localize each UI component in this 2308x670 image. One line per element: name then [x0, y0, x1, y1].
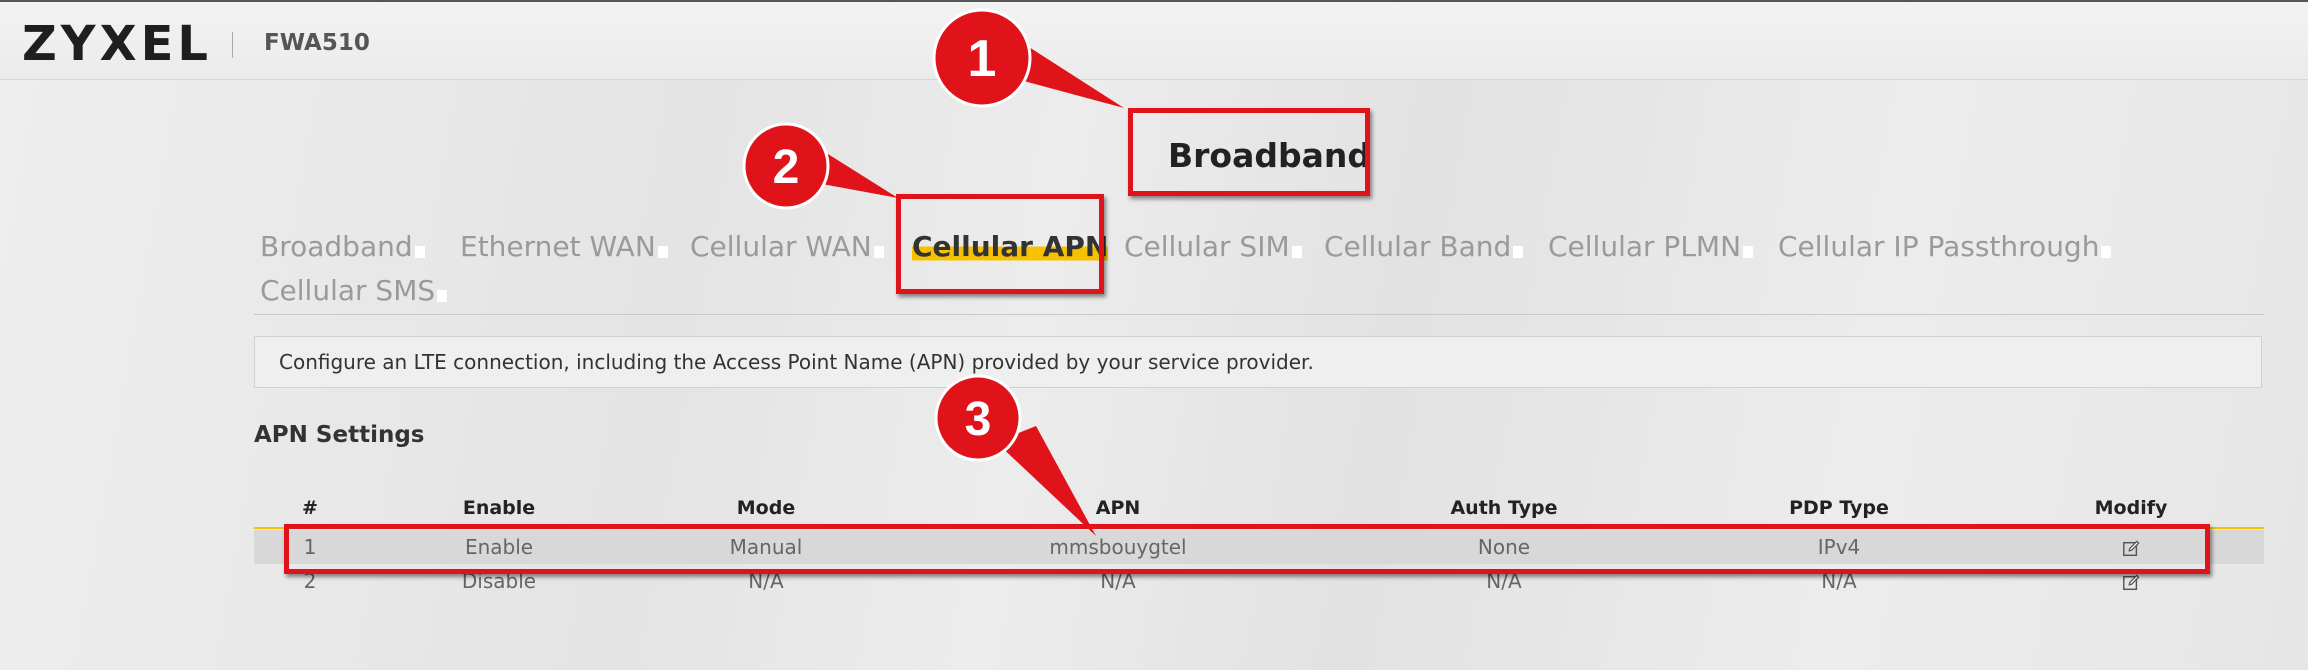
- description-text: Configure an LTE connection, including t…: [279, 350, 1314, 374]
- callout-2-marker: 2: [742, 122, 898, 210]
- tab-cellular-sms[interactable]: Cellular SMS: [260, 274, 448, 307]
- tab-label: Cellular SMS: [260, 274, 436, 307]
- row-auth-type: None: [1477, 535, 1531, 559]
- logo-divider: [232, 32, 233, 58]
- zyxel-logo: ZYXEL: [22, 16, 212, 72]
- modify-button[interactable]: [2122, 530, 2140, 564]
- top-bar: ZYXEL FWA510: [0, 0, 2308, 80]
- row-apn: mmsbouygtel: [1049, 535, 1187, 559]
- col-enable: Enable: [462, 497, 536, 519]
- annotation-box-page-title: [1128, 108, 1370, 196]
- col-pdp-type: PDP Type: [1789, 497, 1889, 519]
- row-number: 1: [303, 535, 317, 559]
- tab-label: Cellular WAN: [690, 230, 872, 263]
- tab-cellular-ip-passthrough[interactable]: Cellular IP Passthrough: [1778, 230, 2112, 263]
- tab-label: Cellular PLMN: [1548, 230, 1742, 263]
- tab-cellular-sim[interactable]: Cellular SIM: [1124, 230, 1302, 263]
- tab-broadband[interactable]: Broadband: [260, 230, 425, 263]
- tab-label: Ethernet WAN: [460, 230, 656, 263]
- tab-label: Cellular APN: [912, 230, 1109, 263]
- callout-1-marker: 1: [932, 8, 1124, 108]
- annotation-box-apn-row: [284, 524, 2210, 574]
- tab-cellular-wan[interactable]: Cellular WAN: [690, 230, 884, 263]
- device-model: FWA510: [264, 30, 370, 56]
- tab-label: Cellular SIM: [1124, 230, 1290, 263]
- annotation-box-cellular-apn-tab: [896, 194, 1104, 294]
- tab-label: Cellular Band: [1324, 230, 1512, 263]
- apn-settings-title: APN Settings: [254, 422, 425, 448]
- row-number: 2: [303, 569, 317, 593]
- tab-underline: [254, 314, 2264, 315]
- tab-ethernet-wan[interactable]: Ethernet WAN: [460, 230, 668, 263]
- tab-cellular-band[interactable]: Cellular Band: [1324, 230, 1524, 263]
- tab-cellular-apn[interactable]: Cellular APN: [912, 230, 1110, 263]
- col-auth-type: Auth Type: [1450, 497, 1558, 519]
- callout-2-number: 2: [773, 141, 800, 194]
- row-pdp-type: IPv4: [1817, 535, 1861, 559]
- col-modify: Modify: [2094, 497, 2168, 519]
- edit-icon[interactable]: [2122, 574, 2140, 592]
- col-apn: APN: [1095, 497, 1141, 519]
- callout-3-marker: 3: [934, 374, 1096, 536]
- callout-1-number: 1: [968, 30, 997, 88]
- page-title: Broadband: [1168, 136, 1371, 175]
- col-mode: Mode: [736, 497, 796, 519]
- callout-3-number: 3: [965, 393, 992, 446]
- modify-button[interactable]: [2122, 564, 2140, 598]
- table-row: 1 Enable Manual mmsbouygtel None IPv4: [254, 530, 2264, 564]
- edit-icon[interactable]: [2122, 540, 2140, 558]
- col-number: #: [302, 497, 318, 519]
- tab-label: Broadband: [260, 230, 413, 263]
- row-mode: Manual: [729, 535, 803, 559]
- tab-label: Cellular IP Passthrough: [1778, 230, 2100, 263]
- tab-cellular-plmn[interactable]: Cellular PLMN: [1548, 230, 1754, 263]
- table-header: # Enable Mode APN Auth Type PDP Type Mod…: [254, 490, 2264, 526]
- description-box: Configure an LTE connection, including t…: [254, 336, 2262, 388]
- row-enable: Enable: [464, 535, 534, 559]
